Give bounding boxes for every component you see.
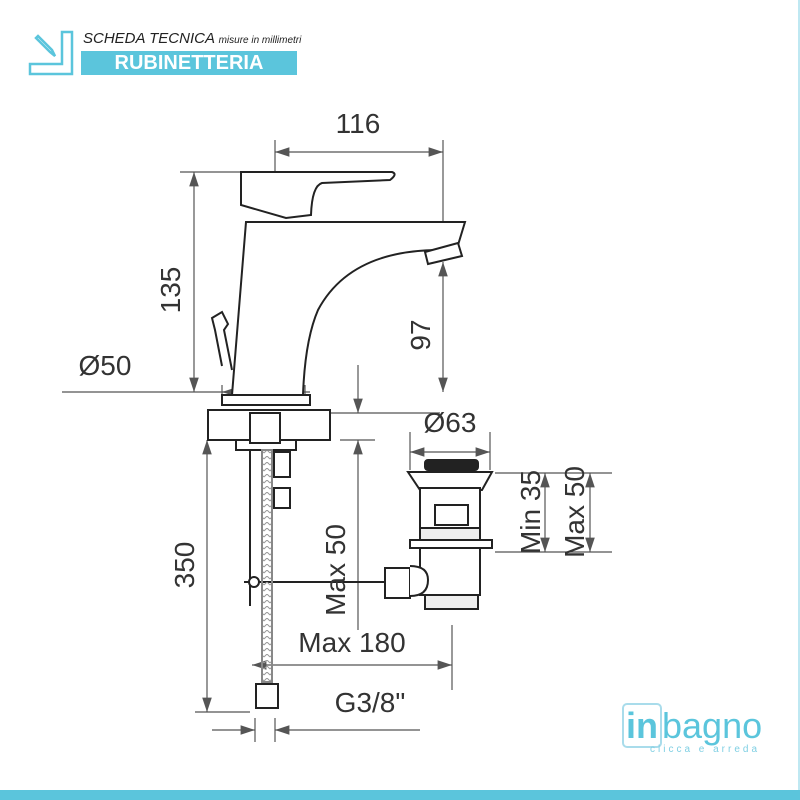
dim-base-diameter: Ø50 (79, 350, 132, 381)
dim-rod-180: Max 180 (298, 627, 405, 658)
dim-drain-min: Min 35 (515, 470, 546, 554)
dim-thread: G3/8" (335, 687, 406, 718)
dim-drain-max: Max 50 (559, 466, 590, 558)
faucet-body (207, 171, 494, 709)
dim-rod-max: Max 50 (320, 524, 351, 616)
dim-width-116: 116 (336, 108, 381, 139)
frame-bottom-bar (0, 790, 800, 800)
dimension-lines (62, 140, 612, 742)
dim-spout-height: 97 (405, 319, 436, 350)
sheet-title: SCHEDA TECNICA misure in millimetri (83, 30, 302, 47)
dim-height-135: 135 (155, 267, 186, 314)
frame-edge (798, 0, 800, 800)
category-band: RUBINETTERIA (81, 51, 297, 75)
dim-drain-diameter: Ø63 (424, 407, 477, 438)
dim-hose-350: 350 (169, 542, 200, 589)
ruler-pencil-icon (28, 30, 74, 76)
